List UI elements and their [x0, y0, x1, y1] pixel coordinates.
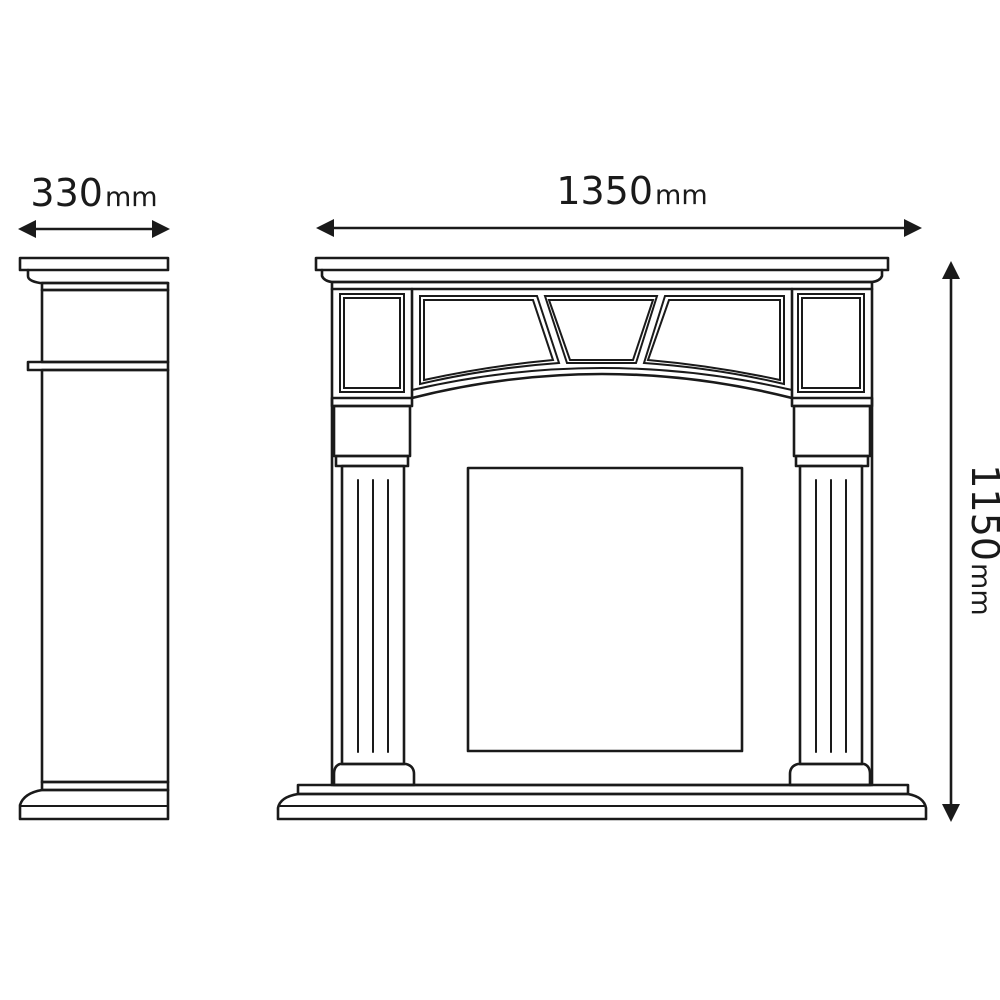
height-value: 1150: [963, 464, 1000, 561]
width-label: 1350mm: [556, 169, 707, 213]
front-frieze-panel-right: [642, 295, 785, 386]
depth-label: 330mm: [30, 171, 157, 215]
front-arch-outer: [410, 372, 794, 400]
front-mantel-band: [330, 280, 874, 291]
side-body: [40, 368, 170, 784]
side-frieze: [40, 288, 170, 364]
front-frieze-panel-right-inner: [646, 299, 781, 382]
side-mantel-cornice: [26, 268, 170, 285]
front-hearth: [276, 792, 928, 821]
width-arrow-left: [316, 219, 334, 237]
front-frieze-keystone-inner: [547, 299, 655, 361]
height-arrow-bottom: [942, 804, 960, 822]
front-mantel-top: [314, 256, 890, 272]
depth-arrow-right: [152, 220, 170, 238]
depth-unit: mm: [105, 182, 158, 213]
front-column-base-right: [788, 762, 872, 787]
front-column-fluting-left: [357, 479, 389, 753]
width-unit: mm: [655, 180, 708, 211]
front-frieze-panel-left-inner: [423, 299, 555, 382]
width-arrow-right: [904, 219, 922, 237]
depth-value: 330: [30, 171, 103, 215]
front-capital-block-right: [792, 404, 872, 458]
height-dimension: 1150mm: [942, 261, 1000, 822]
front-corner-panel-right-outer: [797, 293, 865, 393]
side-hearth: [18, 788, 170, 821]
depth-arrow-left: [18, 220, 36, 238]
front-capital-ring-left: [334, 454, 410, 468]
height-arrow-top: [942, 261, 960, 279]
front-hearth-step: [296, 783, 910, 796]
height-unit: mm: [965, 563, 996, 616]
front-corner-panel-left-inner: [343, 297, 401, 389]
front-frieze-panel-left: [419, 295, 561, 386]
front-corner-panel-left-outer: [339, 293, 405, 393]
front-capital-ring-right: [794, 454, 870, 468]
depth-dimension: 330mm: [18, 171, 170, 238]
side-mantel-top: [18, 256, 170, 272]
height-label: 1150mm: [963, 464, 1000, 615]
front-column-base-left: [332, 762, 416, 787]
front-firebox-opening: [466, 466, 744, 753]
side-view: [18, 256, 170, 821]
front-frieze-keystone: [543, 295, 659, 364]
width-value: 1350: [556, 169, 653, 213]
width-dimension: 1350mm: [316, 169, 922, 237]
front-column-fluting-right: [815, 479, 847, 753]
front-arch-inner: [411, 367, 793, 391]
front-corner-panel-right-inner: [801, 297, 861, 389]
front-capital-block-left: [332, 404, 412, 458]
front-view: [276, 256, 928, 821]
front-mantel-cornice: [320, 268, 884, 284]
